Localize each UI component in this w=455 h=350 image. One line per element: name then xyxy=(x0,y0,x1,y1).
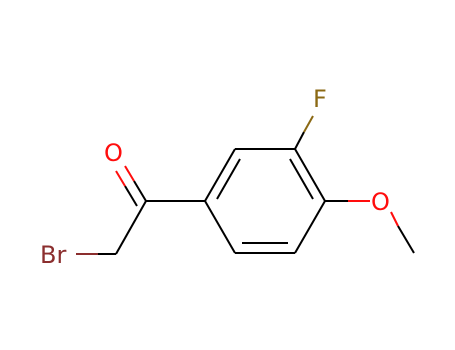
bond-ch2-carbonyl xyxy=(115,200,147,255)
atom-label-fluorine: F xyxy=(313,85,327,113)
bond-carbonyl-double-b-dark xyxy=(124,185,138,207)
bond-ring-c6-c1 xyxy=(204,200,236,254)
bond-c3-f-gold xyxy=(303,115,314,133)
bond-ring-c4-c5 xyxy=(294,200,326,254)
atom-label-methoxy-oxygen: O xyxy=(371,188,390,216)
bond-ring-inner-c3-c4 xyxy=(289,158,314,200)
bond-ring-c3-c4 xyxy=(294,148,326,202)
bond-ring-c1-c2 xyxy=(204,148,236,202)
bond-c3-f-dark xyxy=(294,131,305,150)
atom-label-carbonyl-oxygen: O xyxy=(104,139,123,167)
bond-ring-inner-c1-c2 xyxy=(216,158,241,200)
atom-label-bromine: Br xyxy=(40,241,66,269)
bond-carbonyl-double-a-red xyxy=(124,165,135,182)
bond-o-ch3-red xyxy=(390,211,399,227)
bond-carbonyl-double-b-red xyxy=(115,170,126,187)
bond-o-ch3-dark xyxy=(397,225,415,254)
bond-carbonyl-double-a-dark xyxy=(133,180,147,202)
